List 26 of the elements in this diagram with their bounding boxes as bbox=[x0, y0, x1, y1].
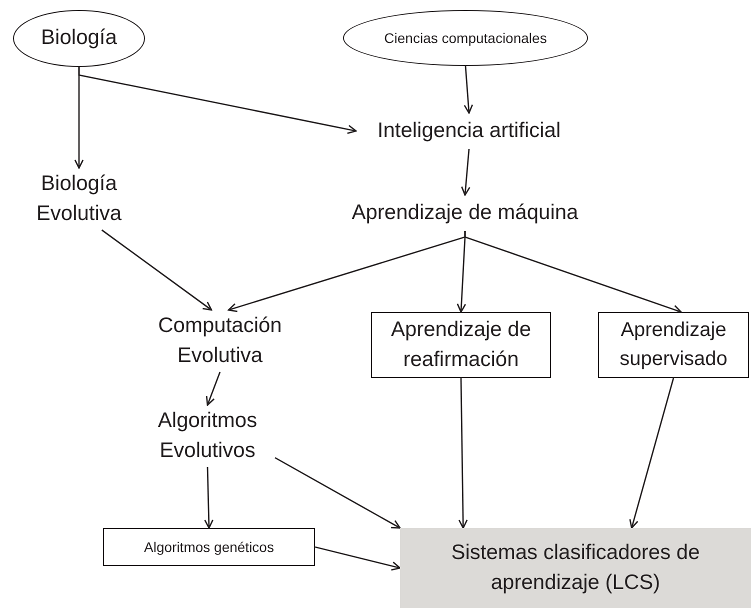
node-label: Computación Evolutiva bbox=[157, 312, 283, 369]
process-box bbox=[371, 312, 551, 378]
node-label: Inteligencia artificial bbox=[377, 118, 561, 144]
arrow bbox=[314, 546, 401, 571]
node-label: Biología Evolutiva bbox=[35, 170, 123, 227]
process-box bbox=[103, 528, 315, 566]
arrow bbox=[204, 466, 214, 529]
node-label: Ciencias computacionales bbox=[384, 28, 547, 48]
arrow bbox=[458, 378, 468, 529]
arrow bbox=[78, 67, 357, 134]
arrow bbox=[274, 457, 401, 529]
process-box bbox=[598, 312, 749, 378]
node-label: Aprendizaje de reafirmación bbox=[390, 316, 532, 373]
node-label: Aprendizaje supervisado bbox=[618, 318, 728, 372]
arrow bbox=[464, 66, 474, 114]
node-label: Algoritmos genéticos bbox=[144, 538, 274, 557]
node-label: Aprendizaje de máquina bbox=[352, 200, 578, 226]
node-label: Biología bbox=[41, 25, 117, 52]
node-label: Sistemas clasificadores de aprendizaje (LCS) bbox=[450, 540, 701, 596]
arrow bbox=[464, 231, 682, 314]
result-box bbox=[400, 528, 751, 608]
node-label: Algoritmos Evolutivos bbox=[156, 408, 258, 464]
arrow bbox=[629, 378, 674, 529]
arrow bbox=[206, 372, 221, 406]
arrow bbox=[101, 229, 212, 311]
arrow bbox=[461, 148, 470, 196]
